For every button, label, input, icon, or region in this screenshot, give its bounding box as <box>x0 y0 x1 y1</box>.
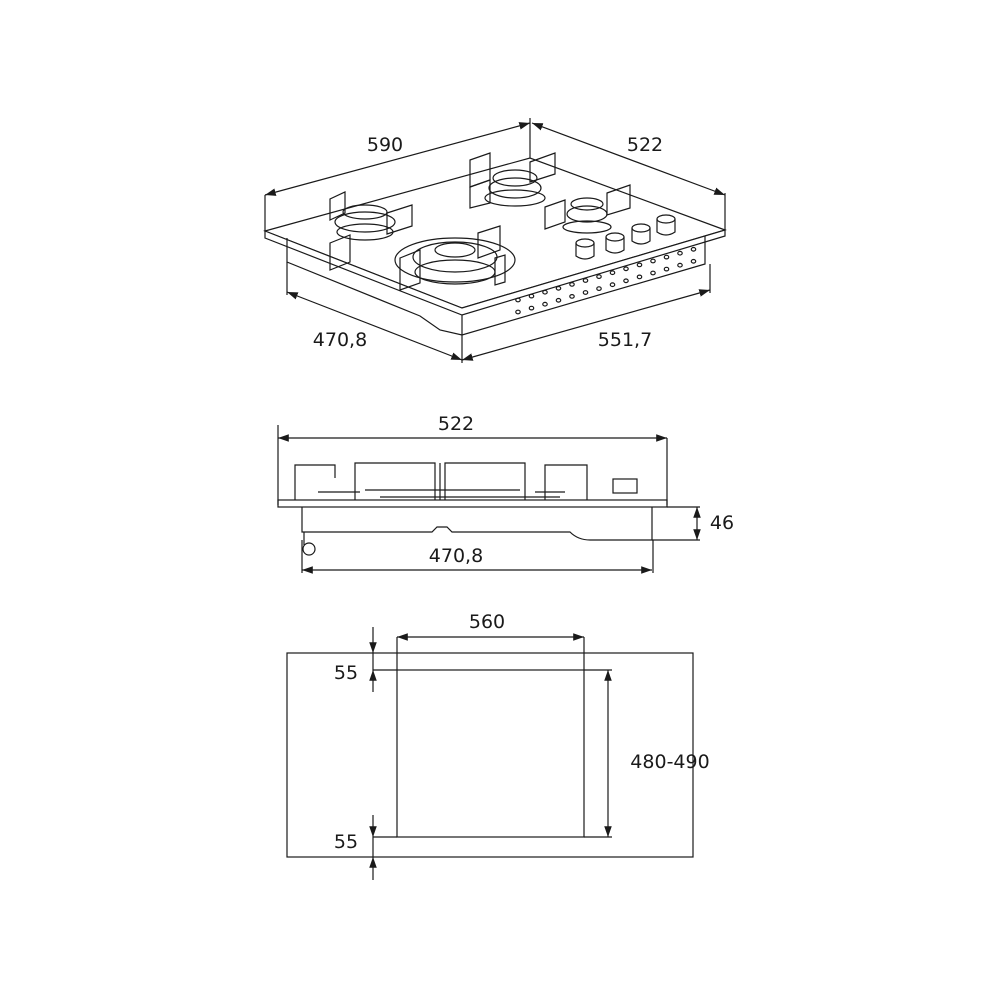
vent-hole <box>555 297 562 303</box>
dim-label-551-7: 551,7 <box>597 329 653 351</box>
vent-hole <box>582 290 589 295</box>
gas-connector <box>302 542 316 556</box>
vent-hole <box>663 266 670 272</box>
cutout-opening <box>396 669 585 838</box>
vent-hole <box>609 282 616 288</box>
dim-label-55-bottom: 55 <box>333 831 359 853</box>
vent-hole <box>677 250 683 256</box>
vent-hole <box>596 274 602 280</box>
vent-hole <box>636 262 643 268</box>
vent-hole <box>528 305 535 311</box>
side-view <box>277 425 701 574</box>
vent-hole <box>542 289 548 295</box>
control-knobs <box>575 214 676 260</box>
vent-hole <box>690 258 697 264</box>
dim-line-522-iso <box>531 122 726 196</box>
vent-hole <box>609 270 616 276</box>
vent-hole <box>636 274 643 280</box>
vent-hole <box>663 254 670 260</box>
glass-plate <box>277 499 668 508</box>
vent-hole <box>677 262 683 268</box>
vent-hole <box>650 270 656 276</box>
vent-hole <box>515 297 521 303</box>
dim-label-55-top: 55 <box>333 662 359 684</box>
vent-hole <box>515 309 521 315</box>
vent-hole <box>569 294 575 299</box>
dim-line-551-7 <box>461 289 711 361</box>
vent-hole <box>623 266 629 272</box>
vent-hole <box>596 286 602 292</box>
vent-hole <box>569 282 575 287</box>
dim-line-590 <box>264 122 531 196</box>
dim-label-590: 590 <box>366 134 404 156</box>
vent-hole <box>542 301 548 307</box>
vent-hole <box>623 278 629 284</box>
cutout-view <box>286 627 694 880</box>
worktop-outline <box>286 652 694 858</box>
vent-hole <box>650 258 656 264</box>
vent-hole <box>528 293 535 299</box>
dim-label-522-iso: 522 <box>626 134 664 156</box>
burner-wok <box>394 225 516 291</box>
dim-line-470-8-iso <box>286 291 463 361</box>
dim-label-470-8-side: 470,8 <box>428 545 484 567</box>
body-side <box>301 507 653 541</box>
dim-label-470-8-iso: 470,8 <box>312 329 368 351</box>
knob-side <box>612 478 638 494</box>
dim-label-46: 46 <box>709 512 735 534</box>
iso-view <box>263 118 727 363</box>
dim-label-522-side: 522 <box>437 413 475 435</box>
dim-label-480-490: 480-490 <box>630 751 710 773</box>
vent-hole <box>582 278 589 283</box>
pan-supports <box>294 462 588 500</box>
vent-hole <box>555 285 562 291</box>
dim-label-560: 560 <box>468 611 506 633</box>
vent-hole <box>690 246 697 252</box>
